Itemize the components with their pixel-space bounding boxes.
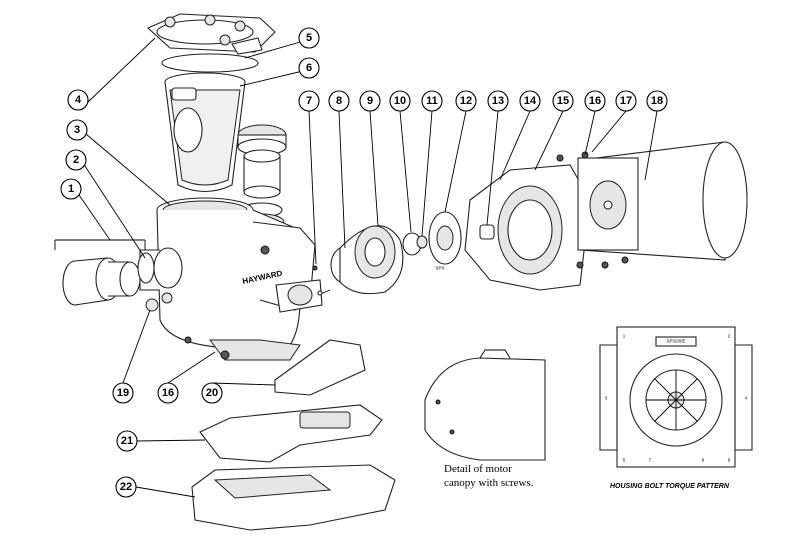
svg-text:17: 17 bbox=[620, 95, 632, 107]
callout-16-top: 16 bbox=[584, 90, 606, 112]
svg-text:20: 20 bbox=[206, 387, 218, 399]
svg-text:16: 16 bbox=[589, 95, 601, 107]
svg-text:6: 6 bbox=[306, 62, 312, 74]
callout-15: 15 bbox=[552, 90, 574, 112]
svg-text:11: 11 bbox=[426, 95, 438, 107]
svg-text:8: 8 bbox=[336, 95, 342, 107]
torque-number-4: 4 bbox=[745, 396, 748, 401]
svg-text:21: 21 bbox=[121, 435, 133, 447]
cover-o-ring bbox=[161, 53, 259, 73]
svg-text:19: 19 bbox=[117, 387, 129, 399]
callout-8: 8 bbox=[328, 90, 350, 112]
torque-number-6: 6 bbox=[728, 458, 731, 463]
svg-text:10: 10 bbox=[394, 95, 406, 107]
motor-canopy-detail bbox=[424, 349, 546, 461]
callout-1: 1 bbox=[60, 178, 82, 200]
base-riser-22 bbox=[191, 464, 396, 531]
seal-and-impeller-parts bbox=[312, 211, 462, 296]
caption-line-2: canopy with screws. bbox=[444, 477, 534, 489]
svg-text:9: 9 bbox=[367, 95, 373, 107]
torque-number-8: 8 bbox=[702, 458, 705, 463]
callout-16-bottom: 16 bbox=[157, 382, 179, 404]
callout-4: 4 bbox=[67, 89, 89, 111]
callout-13: 13 bbox=[487, 90, 509, 112]
callout-3: 3 bbox=[66, 119, 88, 141]
torque-number-1: 1 bbox=[623, 334, 626, 339]
motor bbox=[577, 141, 748, 261]
pattern-model-label: SP3200E bbox=[666, 339, 685, 344]
svg-text:14: 14 bbox=[524, 95, 537, 107]
callout-9: 9 bbox=[359, 90, 381, 112]
svg-text:7: 7 bbox=[306, 95, 312, 107]
callout-7: 7 bbox=[298, 90, 320, 112]
torque-sequence-numbers: 1 2 3 4 5 6 7 8 bbox=[605, 334, 748, 463]
torque-pattern-drawing bbox=[599, 326, 753, 468]
caption-line-1: Detail of motor bbox=[444, 463, 512, 475]
callout-18: 18 bbox=[646, 90, 668, 112]
callout-10: 10 bbox=[389, 90, 411, 112]
callout-20: 20 bbox=[201, 382, 223, 404]
callout-6: 6 bbox=[298, 57, 320, 79]
drain-plugs bbox=[145, 292, 173, 312]
seal-plate bbox=[464, 164, 591, 291]
callout-12: 12 bbox=[455, 90, 477, 112]
callout-21: 21 bbox=[116, 430, 138, 452]
base-adapter bbox=[274, 339, 366, 396]
torque-number-2: 2 bbox=[728, 334, 731, 339]
svg-text:1: 1 bbox=[68, 183, 74, 195]
svg-text:3: 3 bbox=[74, 124, 80, 136]
svg-text:12: 12 bbox=[460, 95, 472, 107]
svg-text:18: 18 bbox=[651, 95, 663, 107]
inlet-union bbox=[62, 252, 155, 306]
svg-text:22: 22 bbox=[120, 481, 132, 493]
svg-text:16: 16 bbox=[162, 387, 174, 399]
svg-text:2: 2 bbox=[73, 154, 79, 166]
torque-number-5: 5 bbox=[623, 458, 626, 463]
callout-11: 11 bbox=[421, 90, 443, 112]
leader-lines bbox=[54, 37, 658, 498]
svg-text:4: 4 bbox=[75, 94, 82, 106]
torque-pattern-title: HOUSING BOLT TORQUE PATTERN bbox=[610, 483, 730, 490]
callout-17: 17 bbox=[615, 90, 637, 112]
svg-text:15: 15 bbox=[557, 95, 569, 107]
base-riser-21 bbox=[199, 404, 383, 463]
torque-number-7: 7 bbox=[649, 458, 652, 463]
callout-19: 19 bbox=[112, 382, 134, 404]
strainer-basket bbox=[164, 72, 246, 193]
svg-text:13: 13 bbox=[492, 95, 504, 107]
svg-text:5: 5 bbox=[306, 32, 312, 44]
callout-2: 2 bbox=[65, 149, 87, 171]
callout-22: 22 bbox=[115, 476, 137, 498]
callout-14: 14 bbox=[519, 90, 541, 112]
callout-5: 5 bbox=[298, 27, 320, 49]
impeller-label: SPX bbox=[435, 266, 444, 271]
strainer-cover bbox=[147, 13, 276, 55]
pump-housing bbox=[139, 197, 323, 361]
torque-number-3: 3 bbox=[605, 396, 608, 401]
